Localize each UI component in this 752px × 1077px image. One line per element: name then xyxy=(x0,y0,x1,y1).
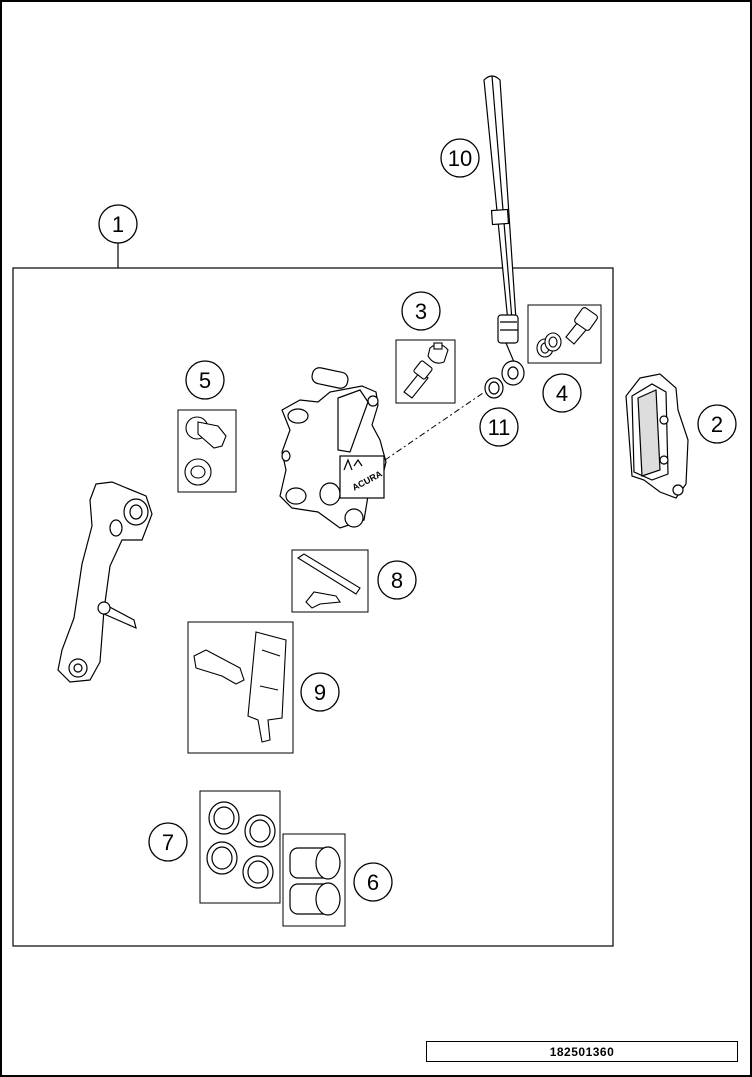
assembly-axis-line xyxy=(384,392,484,461)
callout-11: 11 xyxy=(479,407,519,447)
callout-6-label: 6 xyxy=(367,870,379,895)
caliper-bracket-part xyxy=(57,481,153,683)
assembly-box xyxy=(12,267,614,947)
document-number: 182501360 xyxy=(426,1041,738,1062)
callout-1: 1 xyxy=(98,204,138,244)
callout-3: 3 xyxy=(401,291,441,331)
callout-9: 9 xyxy=(300,672,340,712)
callout-8-label: 8 xyxy=(391,568,403,593)
brake-caliper-part xyxy=(279,367,387,529)
callout-10: 10 xyxy=(440,138,480,178)
bleeder-valve-kit xyxy=(395,339,456,404)
callout-10-label: 10 xyxy=(448,146,472,171)
piston-kit xyxy=(282,833,346,927)
callout-8: 8 xyxy=(377,560,417,600)
callout-5-label: 5 xyxy=(199,368,211,393)
pad-pin-kit xyxy=(291,549,369,613)
callout-9-label: 9 xyxy=(314,680,326,705)
pad-spring-kit xyxy=(187,621,294,754)
callout-4-label: 4 xyxy=(556,381,568,406)
callout-11-label: 11 xyxy=(488,415,511,440)
banjo-bolt-kit xyxy=(527,304,602,364)
washer-part xyxy=(484,377,504,399)
callout-2: 2 xyxy=(697,404,737,444)
piston-seal-kit xyxy=(199,790,281,904)
callout-4: 4 xyxy=(542,373,582,413)
guide-pin-kit xyxy=(177,409,237,493)
callout-7: 7 xyxy=(148,822,188,862)
callout-1-label: 1 xyxy=(112,212,124,237)
callout-5: 5 xyxy=(185,360,225,400)
brake-line-part xyxy=(483,75,525,386)
callout-7-label: 7 xyxy=(162,830,174,855)
callout-6: 6 xyxy=(353,862,393,902)
brake-pads-part xyxy=(625,373,689,499)
callout-2-label: 2 xyxy=(711,412,723,437)
callout-3-label: 3 xyxy=(415,299,427,324)
